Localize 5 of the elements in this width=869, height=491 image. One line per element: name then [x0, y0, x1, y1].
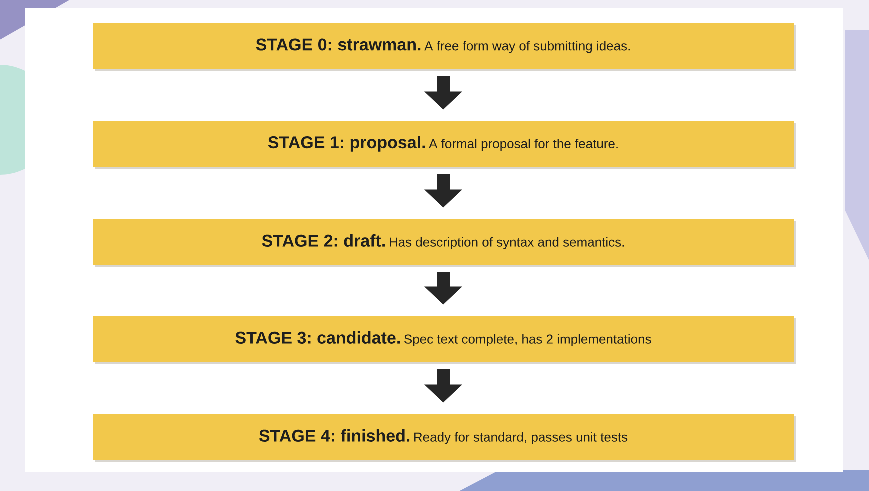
stage-box: STAGE 4: finished. Ready for standard, passes unit tests [93, 414, 796, 462]
stage-box: STAGE 0: strawman. A free form way of submitting ideas. [93, 23, 796, 71]
stage-box: STAGE 2: draft. Has description of syntax and semantics. [93, 219, 796, 267]
stage-box: STAGE 1: proposal. A formal proposal for the feature. [93, 121, 796, 169]
stage-box: STAGE 3: candidate. Spec text complete, has 2 implementations [93, 316, 796, 364]
